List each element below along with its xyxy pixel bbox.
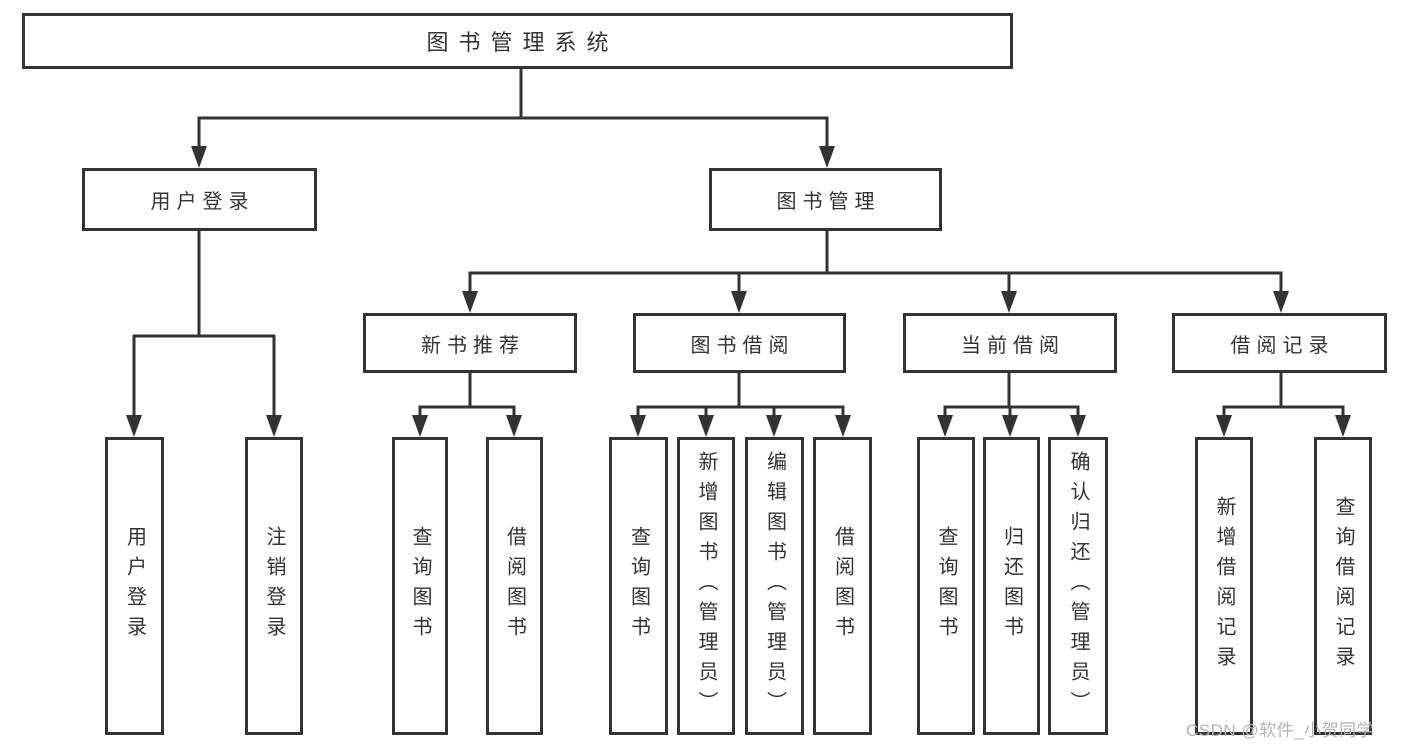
node-label: 新增图书（管理员） bbox=[695, 451, 717, 721]
node-leaf-add-borrow-record: 新增借阅记录 bbox=[1195, 437, 1253, 735]
node-label: 借阅图书 bbox=[503, 526, 526, 646]
node-label: 图书借阅 bbox=[690, 334, 795, 357]
node-label: 借阅图书 bbox=[831, 526, 854, 646]
node-label: 图书管理系统 bbox=[426, 30, 619, 55]
node-leaf-borrow-books-1: 借阅图书 bbox=[486, 437, 543, 735]
node-label: 新增借阅记录 bbox=[1213, 496, 1235, 676]
node-new-book-recommendation: 新书推荐 bbox=[363, 313, 577, 373]
node-library-management-system: 图书管理系统 bbox=[22, 13, 1013, 69]
node-user-login-branch: 用户登录 bbox=[82, 168, 317, 231]
node-leaf-query-books-1: 查询图书 bbox=[392, 437, 448, 735]
node-label: 新书推荐 bbox=[421, 334, 525, 357]
node-label: 查询图书 bbox=[627, 526, 650, 646]
node-leaf-query-books-2: 查询图书 bbox=[609, 437, 668, 735]
node-leaf-borrow-books-2: 借阅图书 bbox=[813, 437, 872, 735]
node-label: 注销登录 bbox=[263, 526, 285, 646]
node-book-management-branch: 图书管理 bbox=[709, 168, 942, 231]
node-label: 当前借阅 bbox=[961, 334, 1065, 357]
csdn-watermark: CSDN @软件_小贺同学 bbox=[1186, 721, 1375, 740]
node-label: 图书管理 bbox=[776, 191, 881, 213]
node-label: 查询图书 bbox=[935, 526, 957, 646]
node-leaf-query-borrow-record: 查询借阅记录 bbox=[1314, 437, 1372, 735]
node-label: 用户登录 bbox=[123, 526, 146, 646]
node-leaf-add-books-admin: 新增图书（管理员） bbox=[677, 437, 735, 735]
node-leaf-query-books-3: 查询图书 bbox=[917, 437, 975, 735]
node-label: 编辑图书（管理员） bbox=[763, 451, 786, 721]
node-current-borrowing: 当前借阅 bbox=[903, 313, 1117, 373]
arrowheads bbox=[126, 146, 1351, 437]
node-leaf-return-books: 归还图书 bbox=[983, 437, 1040, 735]
node-label: 查询图书 bbox=[409, 526, 431, 646]
node-label: 用户登录 bbox=[150, 191, 255, 213]
node-leaf-confirm-return-admin: 确认归还（管理员） bbox=[1048, 437, 1108, 735]
node-leaf-edit-books-admin: 编辑图书（管理员） bbox=[745, 437, 804, 735]
node-label: 归还图书 bbox=[1000, 526, 1023, 646]
node-leaf-user-login: 用户登录 bbox=[105, 437, 164, 735]
node-label: 确认归还（管理员） bbox=[1067, 451, 1089, 721]
node-book-borrowing: 图书借阅 bbox=[633, 313, 846, 373]
node-borrowing-records: 借阅记录 bbox=[1172, 313, 1387, 373]
node-label: 查询借阅记录 bbox=[1332, 496, 1354, 676]
node-label: 借阅记录 bbox=[1230, 334, 1335, 357]
node-leaf-logout: 注销登录 bbox=[245, 437, 303, 735]
